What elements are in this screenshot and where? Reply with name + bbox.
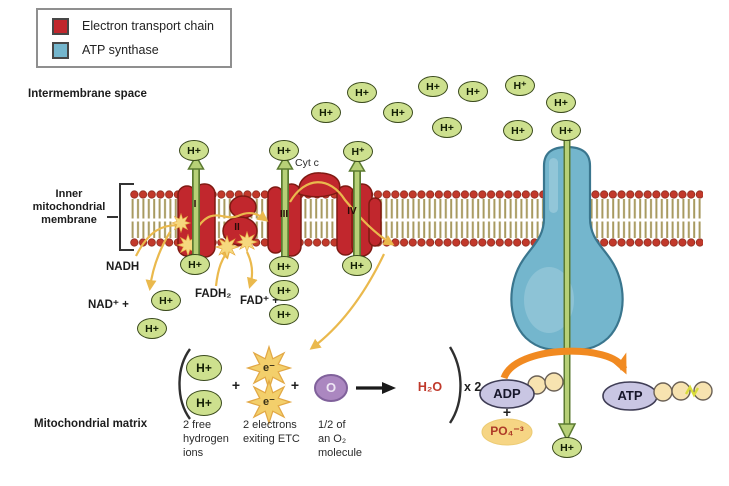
caption-hydrogen-ions: 2 free hydrogen ions bbox=[183, 419, 229, 460]
hplus-ion: H+ bbox=[269, 256, 299, 277]
hplus-ion: H+ bbox=[269, 280, 299, 301]
hplus-ion: H+ bbox=[347, 82, 377, 103]
inner-membrane-bilayer bbox=[130, 190, 703, 247]
adp-label: ADP bbox=[493, 386, 521, 401]
etc-color-swatch bbox=[52, 17, 69, 35]
hplus-ion: H+ bbox=[418, 76, 448, 97]
hplus-ion: H+ bbox=[180, 254, 210, 275]
hplus-ion: H+ bbox=[551, 120, 581, 141]
membrane-bracket bbox=[119, 183, 134, 251]
oxygen-atom-label: O bbox=[325, 380, 337, 395]
legend-item-etc: Electron transport chain bbox=[52, 17, 230, 35]
hplus-ion: H+ bbox=[179, 140, 209, 161]
complex-ii-to-fad-arrow bbox=[246, 251, 258, 289]
hplus-ion: H+ bbox=[552, 437, 582, 458]
complex-iv-label: IV bbox=[347, 206, 357, 217]
times-two-label: x 2 bbox=[464, 380, 482, 394]
etc-legend-label: Electron transport chain bbox=[82, 19, 215, 33]
electron-label: e⁻ bbox=[263, 362, 275, 374]
proton-arrow-complex-iv bbox=[348, 156, 366, 262]
inner-membrane-label: Inner mitochondrial membrane bbox=[32, 188, 106, 227]
hplus-ion: H⁺ bbox=[343, 141, 373, 162]
plus-sign: + bbox=[290, 377, 300, 393]
proton-arrow-complex-i bbox=[187, 154, 205, 262]
oxygen-atom-shape bbox=[314, 374, 348, 402]
caption-oxygen: 1/2 of an O₂ molecule bbox=[318, 419, 363, 460]
proton-arrow-complex-iii bbox=[276, 154, 294, 262]
atp-synthase-color-swatch bbox=[52, 41, 69, 59]
legend-item-atp-synthase: ATP synthase bbox=[52, 41, 230, 59]
water-label: H₂O bbox=[417, 380, 443, 394]
cytc-to-complex-iv-arrow bbox=[289, 181, 395, 246]
nad-label: NAD⁺ + bbox=[88, 299, 129, 311]
fad-label: FAD⁺ + bbox=[240, 295, 279, 307]
close-paren bbox=[448, 346, 462, 424]
hplus-ion: H+ bbox=[432, 117, 462, 138]
hplus-ion: H+ bbox=[503, 120, 533, 141]
phosphate-label: PO₄⁻³ bbox=[490, 424, 524, 438]
complex-iv-to-matrix-arrow bbox=[309, 253, 385, 350]
hplus-ion: H+ bbox=[311, 102, 341, 123]
proton-flow-through-synthase-arrow bbox=[557, 140, 577, 442]
complex-i-to-iii-arrow bbox=[195, 210, 269, 231]
hplus-ion: H⁺ bbox=[505, 75, 535, 96]
hplus-ion: H+ bbox=[546, 92, 576, 113]
complex-iii-label: III bbox=[279, 209, 289, 220]
hplus-ion: H+ bbox=[137, 318, 167, 339]
complex-ii-label: II bbox=[234, 222, 240, 233]
hplus-ion: H+ bbox=[269, 304, 299, 325]
adp-group-shape bbox=[479, 372, 564, 446]
electron-starbursts bbox=[247, 346, 291, 424]
nadh-label: NADH bbox=[106, 261, 140, 273]
atp-synthase-legend-label: ATP synthase bbox=[82, 43, 159, 57]
intermembrane-space-label: Intermembrane space bbox=[28, 88, 147, 100]
complex-i-label: I bbox=[193, 199, 197, 210]
plus-sign: + bbox=[502, 404, 512, 420]
cytochrome-c-label: Cyt c bbox=[295, 157, 319, 169]
electron-label: e⁻ bbox=[263, 396, 275, 408]
hplus-ion: H+ bbox=[186, 390, 222, 416]
legend: Electron transport chain ATP synthase bbox=[36, 8, 232, 68]
electron-path-arrows bbox=[135, 181, 395, 350]
hplus-ion: H+ bbox=[383, 102, 413, 123]
open-paren bbox=[178, 348, 191, 420]
complex-i-to-nad-arrow bbox=[145, 231, 171, 291]
hplus-ion: H+ bbox=[458, 81, 488, 102]
caption-electrons: 2 electrons exiting ETC bbox=[243, 419, 300, 446]
atp-label: ATP bbox=[617, 388, 643, 403]
cytochrome-c-shape bbox=[298, 172, 341, 198]
hplus-ion: H+ bbox=[186, 355, 222, 381]
atp-group-shape bbox=[602, 381, 713, 411]
plus-sign: + bbox=[231, 377, 241, 393]
proton-pump-arrows bbox=[187, 154, 366, 262]
hplus-ion: H+ bbox=[342, 255, 372, 276]
hplus-ion: H+ bbox=[269, 140, 299, 161]
high-energy-bond-zigzag bbox=[684, 384, 700, 398]
mitochondrial-matrix-label: Mitochondrial matrix bbox=[34, 418, 148, 430]
adp-to-atp-arrow bbox=[500, 347, 628, 380]
fadh2-label: FADH₂ bbox=[195, 288, 232, 300]
hplus-ion: H+ bbox=[151, 290, 181, 311]
